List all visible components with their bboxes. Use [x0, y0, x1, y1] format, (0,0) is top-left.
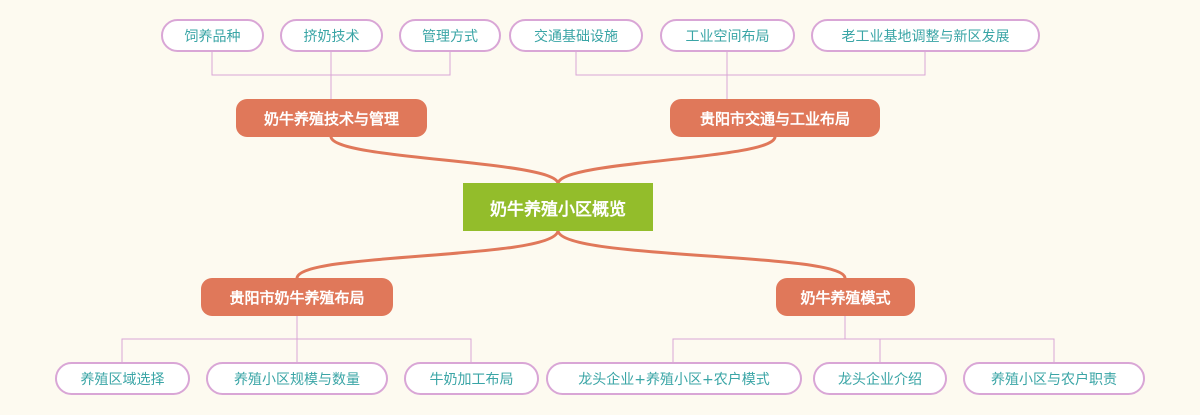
leaf-old-industry-new-district[interactable]: 老工业基地调整与新区发展 — [811, 19, 1040, 52]
trunk-link-top-left — [329, 135, 560, 185]
leaf-links-group-2 — [575, 52, 926, 99]
leaf-scale-quantity[interactable]: 养殖小区规模与数量 — [206, 362, 388, 395]
branch-farming-model[interactable]: 奶牛养殖模式 — [776, 278, 915, 316]
leaf-enterprise-model[interactable]: 龙头企业+养殖小区+农户模式 — [546, 362, 802, 395]
leaf-milk-processing[interactable]: 牛奶加工布局 — [404, 362, 539, 395]
leaf-management[interactable]: 管理方式 — [399, 19, 501, 52]
trunk-link-bottom-right — [556, 229, 847, 280]
leaf-milking-tech[interactable]: 挤奶技术 — [280, 19, 383, 52]
leaf-area-selection[interactable]: 养殖区域选择 — [55, 362, 190, 395]
leaf-enterprise-intro[interactable]: 龙头企业介绍 — [813, 362, 947, 395]
leaf-transport-infra[interactable]: 交通基础设施 — [509, 19, 643, 52]
leaf-breeds[interactable]: 饲养品种 — [161, 19, 264, 52]
trunk-link-top-right — [556, 135, 777, 185]
leaf-responsibilities[interactable]: 养殖小区与农户职责 — [963, 362, 1145, 395]
root-topic[interactable]: 奶牛养殖小区概览 — [463, 183, 653, 231]
trunk-link-bottom-left — [295, 229, 560, 280]
leaf-links-group-4 — [672, 316, 1055, 362]
branch-dairy-techniques[interactable]: 奶牛养殖技术与管理 — [236, 99, 427, 137]
branch-transport-industry[interactable]: 贵阳市交通与工业布局 — [670, 99, 880, 137]
branch-dairy-layout[interactable]: 贵阳市奶牛养殖布局 — [201, 278, 393, 316]
leaf-links-group-3 — [121, 316, 472, 362]
leaf-industrial-layout[interactable]: 工业空间布局 — [660, 19, 795, 52]
leaf-links-group-1 — [211, 52, 451, 99]
